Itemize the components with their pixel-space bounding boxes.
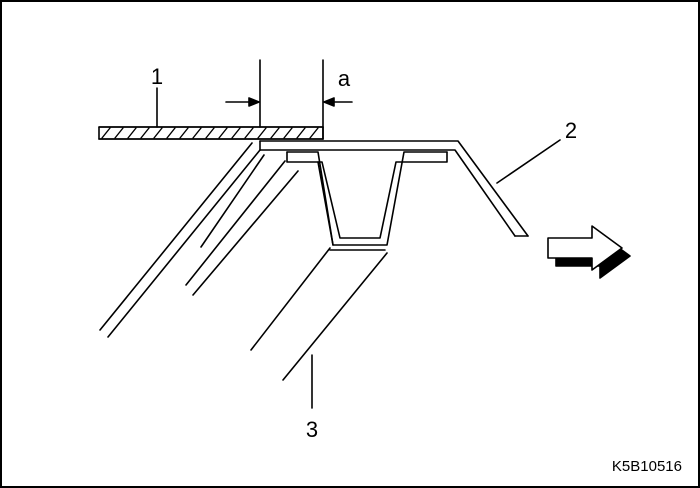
figure-code: K5B10516: [612, 458, 682, 475]
panel-hatching: [101, 127, 319, 139]
leader-lines: [156, 87, 561, 409]
bracket-part-2: [259, 140, 529, 237]
hollow-right-arrow-icon: [547, 225, 631, 279]
dimension-a: [225, 59, 353, 128]
callout-label-1: 1: [151, 64, 163, 89]
channel-part-3: [286, 151, 448, 246]
dimension-label-a: a: [338, 66, 351, 91]
callout-label-3: 3: [306, 417, 318, 442]
callout-label-2: 2: [565, 118, 577, 143]
panel-part-1: [98, 126, 324, 140]
receding-lines: [99, 142, 388, 381]
